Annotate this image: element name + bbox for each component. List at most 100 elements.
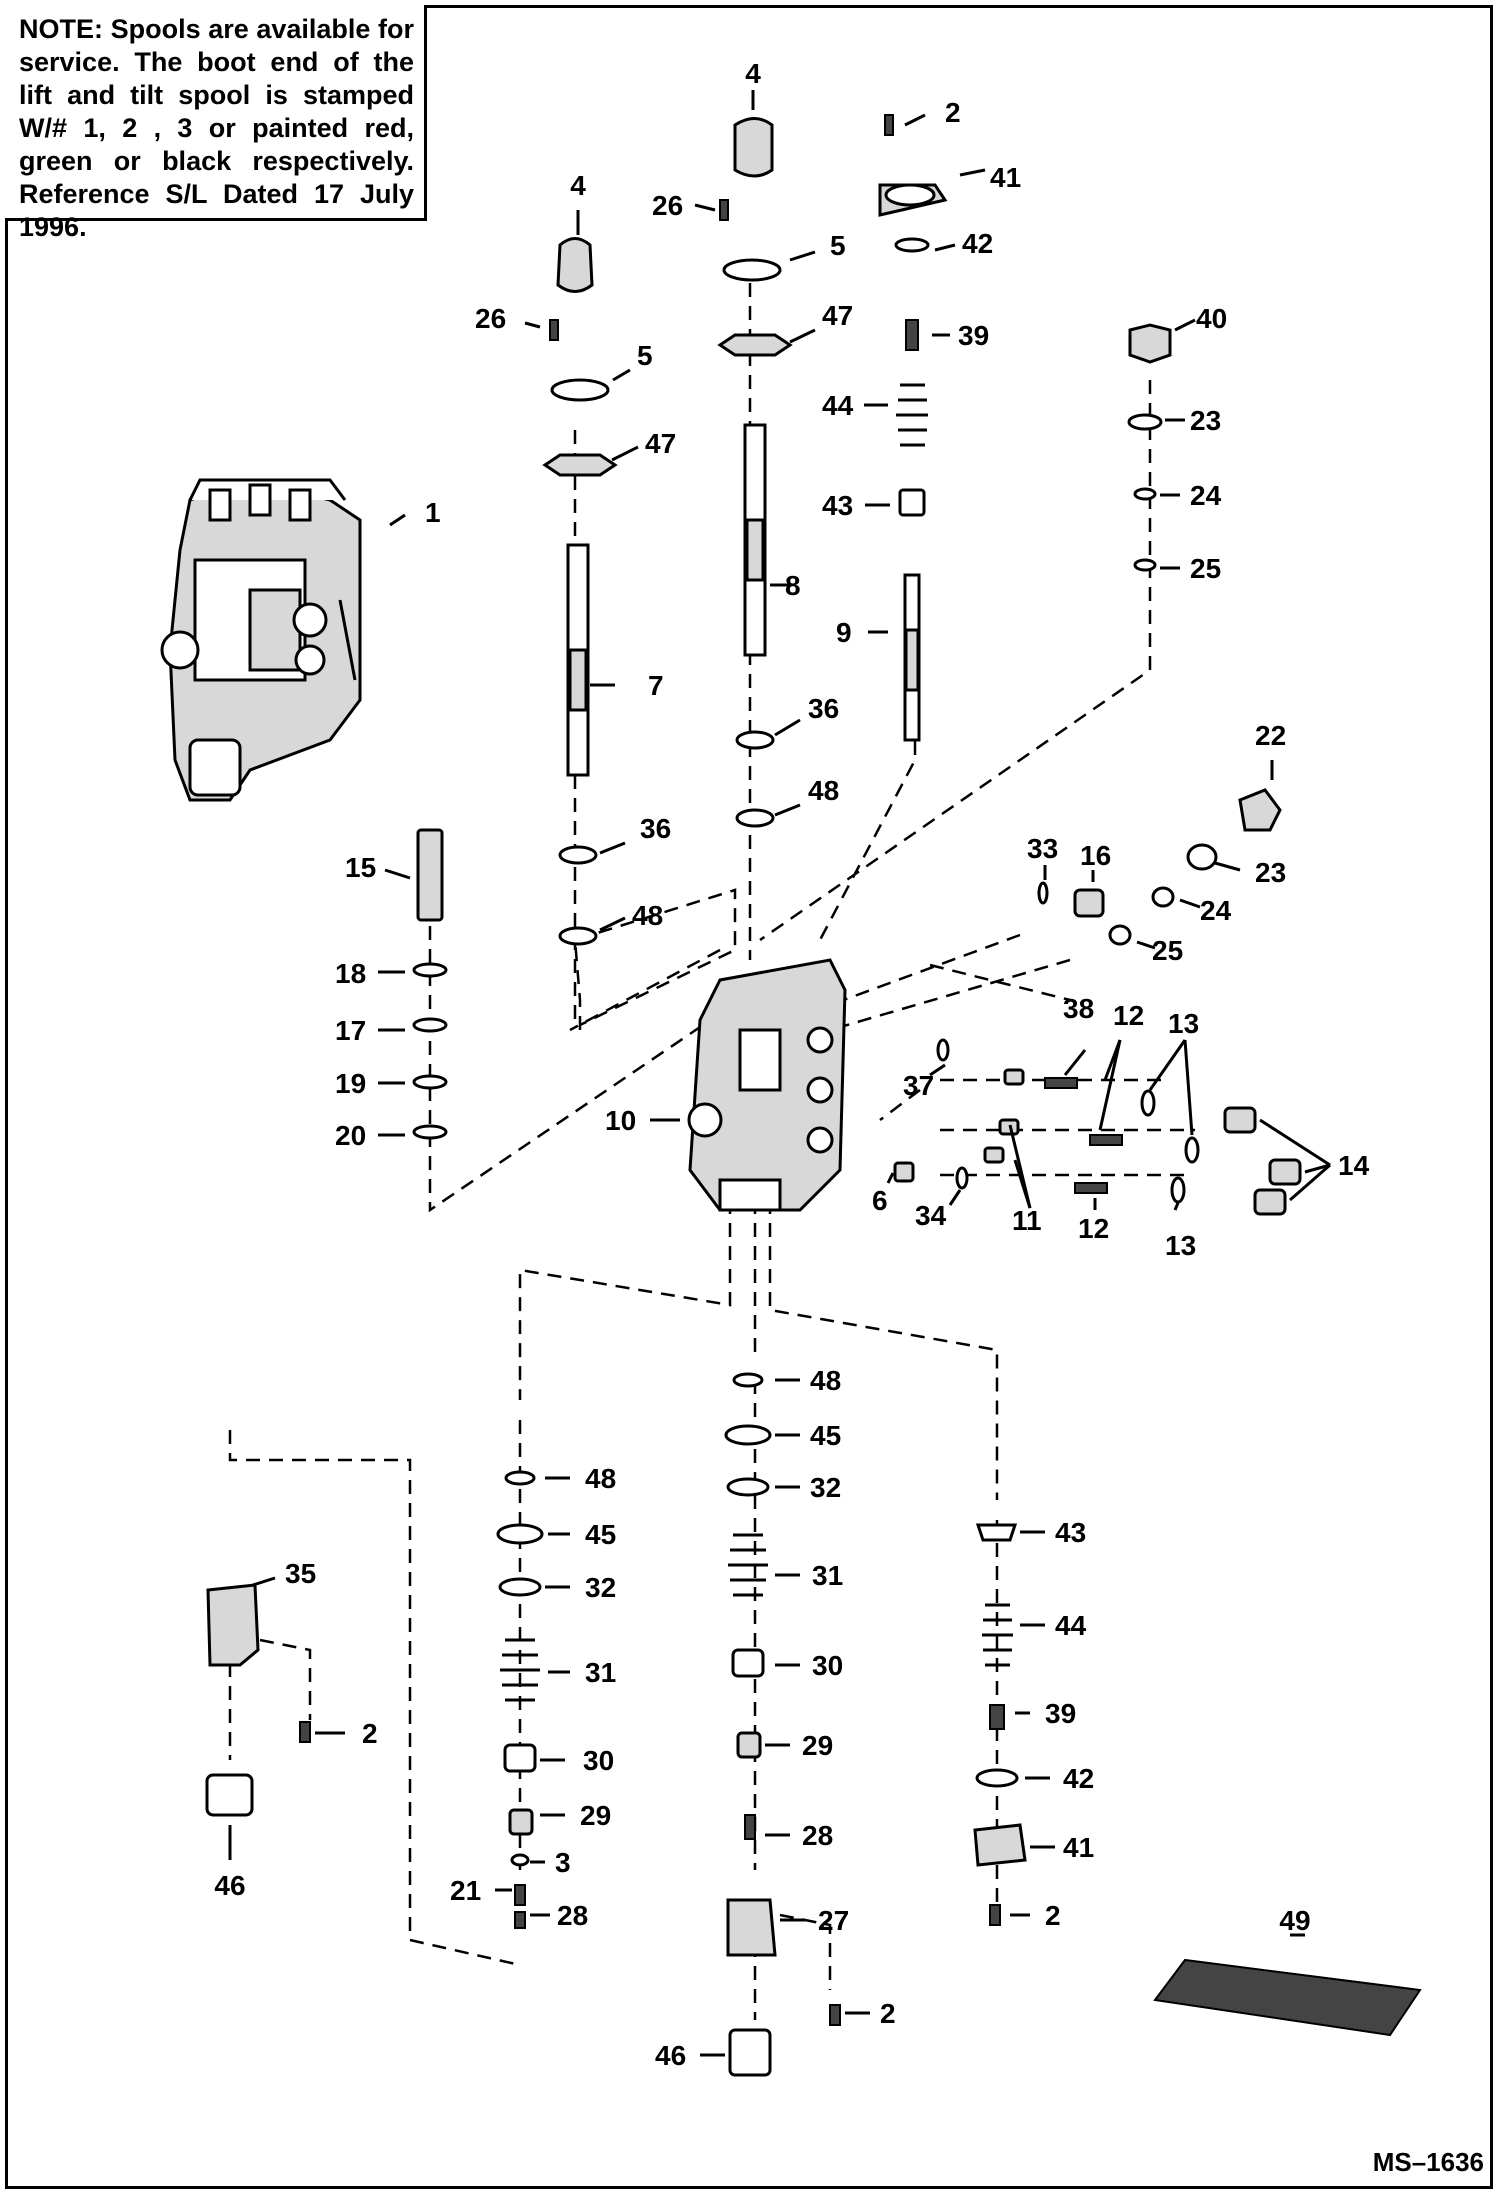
- callout: 49: [1279, 1905, 1310, 1936]
- callout: 27: [818, 1905, 849, 1936]
- callout: 30: [583, 1745, 614, 1776]
- cartridge-15-and-seals: [412, 828, 448, 1140]
- callout: 48: [585, 1463, 616, 1494]
- alignment-lines: [228, 260, 1195, 2020]
- callout: 48: [810, 1365, 841, 1396]
- callout: 19: [335, 1068, 366, 1099]
- callout: 9: [836, 617, 852, 648]
- callout: 14: [1338, 1150, 1370, 1181]
- center-spool-stack: [717, 117, 793, 828]
- lower-right-stack: [973, 1523, 1027, 1926]
- callout: 8: [785, 570, 801, 601]
- side-plugs-and-springs: [893, 1038, 1302, 1216]
- cap-35-and-46: [205, 1583, 311, 1817]
- callout: 12: [1113, 1000, 1144, 1031]
- callout: 31: [812, 1560, 843, 1591]
- callout: 32: [585, 1572, 616, 1603]
- callout: 39: [1045, 1698, 1076, 1729]
- relief-plug-series: [1127, 323, 1172, 572]
- valve-body-10: [687, 958, 847, 1212]
- callout: 21: [450, 1875, 481, 1906]
- callout: 29: [802, 1730, 833, 1761]
- callout: 25: [1152, 935, 1183, 966]
- callout: 26: [652, 190, 683, 221]
- drawing-number: MS–1636: [1372, 2147, 1484, 2177]
- callout: 46: [655, 2040, 686, 2071]
- callout: 24: [1200, 895, 1232, 926]
- item-49-sheet: [1153, 1958, 1422, 2037]
- lower-left-stack: [496, 1470, 544, 1929]
- callout: 23: [1190, 405, 1221, 436]
- callout: 44: [1055, 1610, 1087, 1641]
- callout: 42: [1063, 1763, 1094, 1794]
- callout: 2: [880, 1998, 896, 2029]
- callout: 1: [425, 497, 441, 528]
- callout: 30: [812, 1650, 843, 1681]
- callout: 32: [810, 1472, 841, 1503]
- callout: 23: [1255, 857, 1286, 888]
- callout: 41: [990, 162, 1021, 193]
- callout-numbers: 4 4 2 41 26 5 42 26 47 39 40 5 44 23 47 …: [214, 58, 1369, 2071]
- callout: 2: [1045, 1900, 1061, 1931]
- callout: 13: [1168, 1008, 1199, 1039]
- callout: 48: [808, 775, 839, 806]
- callout: 29: [580, 1800, 611, 1831]
- left-spool-stack: [542, 237, 618, 946]
- callout: 3: [555, 1847, 571, 1878]
- callout: 39: [958, 320, 989, 351]
- callout: 2: [362, 1718, 378, 1749]
- callout: 48: [632, 900, 663, 931]
- callout: 45: [810, 1420, 841, 1451]
- callout: 43: [1055, 1517, 1086, 1548]
- callout: 25: [1190, 553, 1221, 584]
- callout: 38: [1063, 993, 1094, 1024]
- callout: 18: [335, 958, 366, 989]
- callout: 31: [585, 1657, 616, 1688]
- callout: 28: [557, 1900, 588, 1931]
- callout: 47: [645, 428, 676, 459]
- callout: 17: [335, 1015, 366, 1046]
- callout: 36: [640, 813, 671, 844]
- callout: 5: [830, 230, 846, 261]
- callout: 5: [637, 340, 653, 371]
- note-box: NOTE: Spools are available for service. …: [5, 5, 427, 242]
- callout: 42: [962, 228, 993, 259]
- callout: 12: [1078, 1213, 1109, 1244]
- leader-lines: [228, 90, 1331, 2057]
- callout: 47: [822, 300, 853, 331]
- callout: 2: [945, 97, 961, 128]
- callout: 15: [345, 852, 376, 883]
- callout: 11: [1012, 1205, 1042, 1236]
- page-border: [5, 5, 1493, 2189]
- callout: 13: [1165, 1230, 1196, 1261]
- callout: 22: [1255, 720, 1286, 751]
- top-right-fittings: [1037, 788, 1282, 946]
- callout: 46: [214, 1870, 245, 1901]
- right-spool-stack: [878, 114, 948, 742]
- callout: 16: [1080, 840, 1111, 871]
- valve-assembly-illustration: [160, 478, 362, 802]
- callout: 7: [648, 670, 664, 701]
- callout: 10: [605, 1105, 636, 1136]
- callout: 24: [1190, 480, 1222, 511]
- callout: 34: [915, 1200, 947, 1231]
- callout: 44: [822, 390, 854, 421]
- note-text: Spools are available for service. The bo…: [19, 14, 414, 242]
- callout: 37: [903, 1070, 934, 1101]
- callout: 28: [802, 1820, 833, 1851]
- callout: 4: [570, 170, 586, 201]
- callout: 33: [1027, 833, 1058, 864]
- callout: 35: [285, 1558, 316, 1589]
- note-label: NOTE:: [19, 14, 103, 44]
- callout: 4: [745, 58, 761, 89]
- callout: 40: [1196, 303, 1227, 334]
- callout: 43: [822, 490, 853, 521]
- callout: 41: [1063, 1832, 1094, 1863]
- callout: 6: [872, 1185, 888, 1216]
- callout: 36: [808, 693, 839, 724]
- lower-center-stack: [724, 1372, 841, 2077]
- callout: 45: [585, 1519, 616, 1550]
- callout: 26: [475, 303, 506, 334]
